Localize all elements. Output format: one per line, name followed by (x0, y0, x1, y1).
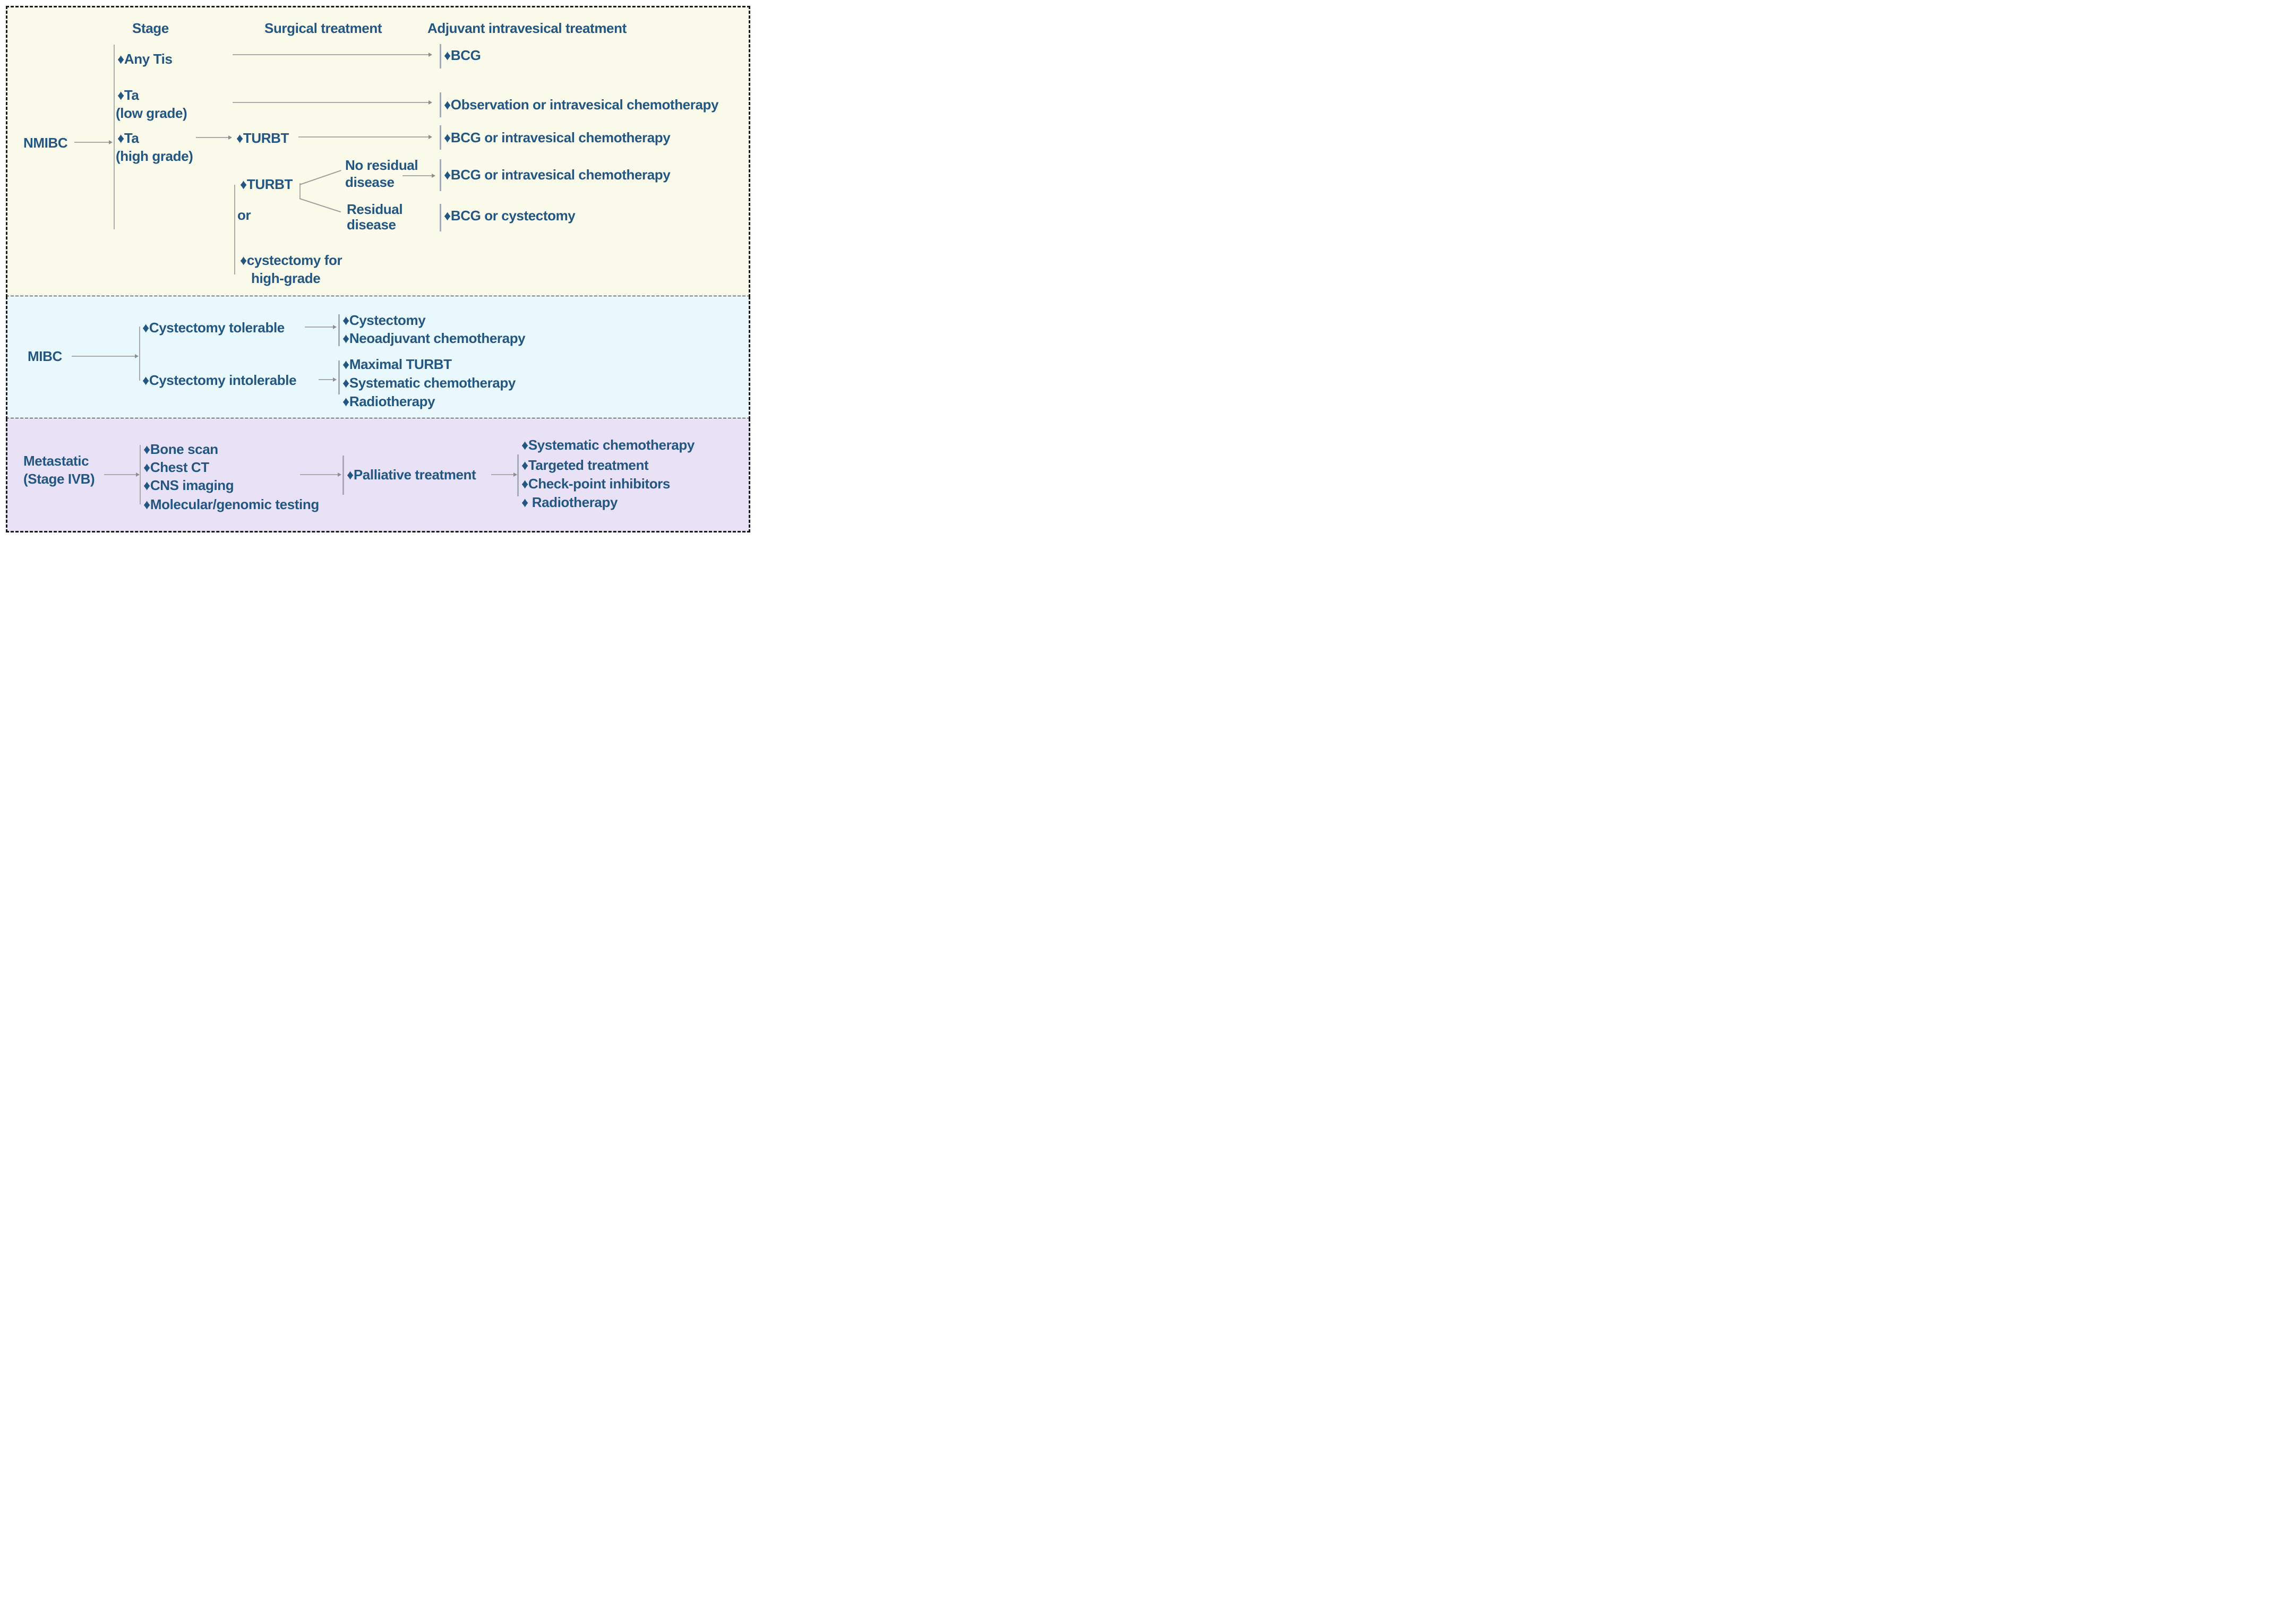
node-turbt-2: ♦TURBT (240, 176, 293, 192)
treatment-pathway-diagram: Stage Surgical treatment Adjuvant intrav… (0, 0, 757, 542)
node-radiotherapy-mibc: ♦Radiotherapy (342, 393, 435, 409)
branch-line-mibc (139, 326, 140, 381)
node-no-residual-disease-line2: disease (345, 174, 395, 190)
connector-noresidual-to-bcgchemo (402, 175, 432, 176)
node-ta-low-grade: (low grade) (116, 105, 187, 121)
divider-palliative (342, 456, 344, 495)
label-or: or (237, 207, 251, 223)
node-residual-disease: Residual (347, 201, 403, 217)
arrowhead-icon (109, 140, 113, 144)
node-palliative-treatment: ♦Palliative treatment (347, 467, 476, 483)
node-cystectomy-high-grade-line2: high-grade (251, 270, 321, 286)
node-ta-high-grade: (high grade) (116, 148, 193, 164)
node-ta-high: ♦Ta (117, 130, 139, 146)
node-nmibc: NMIBC (23, 135, 68, 151)
node-cns-imaging: ♦CNS imaging (143, 477, 234, 493)
fork-junction-line (299, 183, 301, 199)
node-bone-scan: ♦Bone scan (143, 441, 218, 457)
arrowhead-icon (333, 377, 337, 382)
node-stage-ivb: (Stage IVB) (23, 471, 95, 487)
connector-tolerable-to-options (305, 326, 333, 328)
divider-bcg-cystectomy (440, 204, 441, 231)
node-turbt-1: ♦TURBT (236, 130, 289, 146)
node-ta-low: ♦Ta (117, 87, 139, 103)
node-cystectomy-tolerable: ♦Cystectomy tolerable (142, 320, 285, 336)
node-bcg: ♦BCG (444, 47, 481, 63)
column-header-adjuvant-treatment: Adjuvant intravesical treatment (427, 20, 627, 36)
arrowhead-icon (135, 354, 139, 358)
node-metastatic: Metastatic (23, 453, 89, 469)
branch-line-turbt-or-cystectomy (234, 185, 235, 274)
node-checkpoint-inhibitors: ♦Check-point inhibitors (521, 476, 670, 492)
arrowhead-icon (432, 174, 435, 178)
arrowhead-icon (429, 100, 432, 105)
arrowhead-icon (429, 135, 432, 139)
connector-nmibc-to-stages (74, 142, 109, 143)
node-bcg-or-chemo-1: ♦BCG or intravesical chemotherapy (444, 130, 671, 145)
arrowhead-icon (513, 472, 517, 477)
divider-observation (440, 92, 441, 117)
divider-bcg (440, 44, 441, 68)
connector-intolerable-to-options (319, 379, 333, 380)
node-radiotherapy-metastatic: ♦ Radiotherapy (521, 494, 618, 510)
connector-anytis-to-bcg (233, 54, 429, 55)
connector-tahigh-to-turbt (196, 137, 229, 138)
arrowhead-icon (228, 135, 232, 140)
arrowhead-icon (429, 53, 432, 57)
node-chest-ct: ♦Chest CT (143, 459, 209, 475)
metastatic-panel (6, 418, 750, 532)
arrowhead-icon (136, 472, 140, 477)
column-header-stage: Stage (132, 20, 169, 36)
divider-bcg-chemo-1 (440, 125, 441, 150)
node-systematic-chemo-metastatic: ♦Systematic chemotherapy (521, 437, 695, 453)
branch-line-stages (114, 45, 115, 229)
node-targeted-treatment: ♦Targeted treatment (521, 457, 649, 473)
divider-bcg-chemo-2 (440, 159, 441, 191)
node-mibc: MIBC (28, 348, 62, 364)
node-cystectomy-high-grade: ♦cystectomy for (240, 252, 342, 268)
connector-mibc-to-branches (72, 356, 135, 357)
node-neoadjuvant-chemo: ♦Neoadjuvant chemotherapy (342, 330, 526, 346)
node-molecular-genomic-testing: ♦Molecular/genomic testing (143, 496, 319, 512)
node-cystectomy-option: ♦Cystectomy (342, 312, 426, 328)
arrowhead-icon (338, 472, 341, 477)
arrowhead-icon (333, 325, 337, 329)
node-observation-or-chemo: ♦Observation or intravesical chemotherap… (444, 97, 719, 113)
node-bcg-or-chemo-2: ♦BCG or intravesical chemotherapy (444, 167, 671, 183)
branch-line-workup (140, 445, 141, 504)
connector-palliative-to-options (491, 474, 514, 475)
column-header-surgical-treatment: Surgical treatment (264, 20, 382, 36)
connector-talow-to-observation (233, 102, 429, 103)
node-cystectomy-intolerable: ♦Cystectomy intolerable (142, 372, 297, 388)
node-bcg-or-cystectomy: ♦BCG or cystectomy (444, 208, 576, 224)
node-maximal-turbt: ♦Maximal TURBT (342, 356, 452, 372)
divider-metastatic-options (517, 454, 519, 496)
node-systematic-chemo-mibc: ♦Systematic chemotherapy (342, 375, 516, 391)
divider-tolerable-options (338, 314, 340, 346)
connector-turbt-to-bcgchemo (298, 136, 429, 138)
connector-metastatic-to-workup (104, 474, 137, 475)
mibc-panel (6, 296, 750, 419)
node-any-tis: ♦Any Tis (117, 51, 173, 67)
node-no-residual-disease: No residual (345, 157, 418, 173)
divider-intolerable-options (338, 360, 340, 394)
node-residual-disease-line2: disease (347, 217, 396, 233)
connector-workup-to-palliative (300, 474, 338, 475)
